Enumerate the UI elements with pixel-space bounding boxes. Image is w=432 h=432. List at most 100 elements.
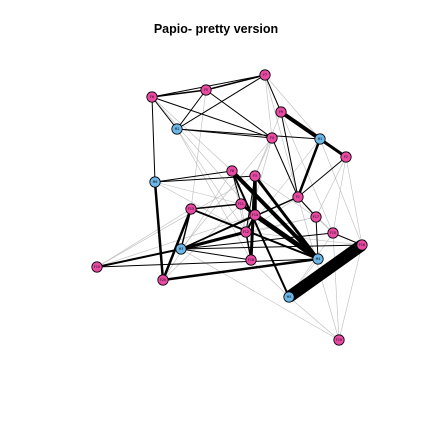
node-label: M6 — [153, 180, 158, 184]
node-M2: M2 — [171, 123, 183, 135]
edge-M1-F1 — [296, 138, 322, 198]
edge-F3-F17 — [254, 175, 317, 218]
node-F19: F19 — [333, 334, 345, 346]
node-label: F8 — [230, 169, 234, 173]
node-label: F4 — [270, 136, 274, 140]
node-F2: F2 — [340, 151, 352, 163]
node-circle — [200, 84, 212, 96]
node-label: F1 — [296, 195, 300, 199]
edge-F7-F4 — [264, 74, 273, 139]
edge-M6-F20 — [153, 181, 165, 281]
node-F7: F7 — [259, 69, 271, 81]
node-M6: M6 — [149, 176, 161, 188]
edge-F6-F4 — [151, 96, 273, 139]
edge-M5-F19 — [288, 296, 340, 341]
node-F12: F12 — [240, 226, 252, 238]
node-label: F20 — [160, 278, 166, 282]
edge-F8-M4 — [230, 169, 320, 261]
edge-F3-F10 — [96, 175, 256, 268]
edge-F2-F17 — [315, 156, 347, 218]
node-circle — [259, 69, 271, 81]
node-circle — [249, 209, 261, 221]
edge-F11-F13 — [190, 203, 242, 210]
node-F3: F3 — [249, 170, 261, 182]
node-M5: M5 — [283, 291, 295, 303]
node-F20: F20 — [157, 274, 169, 286]
node-label: F15 — [330, 231, 336, 235]
edge-F13-F10 — [96, 208, 192, 268]
node-label: F14 — [252, 213, 258, 217]
node-label: F11 — [238, 202, 244, 206]
edge-F10-M4 — [96, 258, 319, 268]
edge-F16-M3 — [180, 244, 363, 250]
node-label: F2 — [344, 155, 348, 159]
node-label: F7 — [263, 73, 267, 77]
edge-M3-F15 — [180, 232, 334, 250]
edge-M2-F18 — [176, 128, 252, 261]
edges-layer — [96, 74, 366, 341]
node-circle — [292, 191, 304, 203]
node-label: F12 — [243, 230, 249, 234]
edge-F9-M1 — [279, 110, 322, 141]
plot-title: Papio- pretty version — [153, 22, 279, 36]
edge-M6-F6 — [151, 96, 156, 183]
node-F6: F6 — [146, 91, 158, 103]
edge-F10-M3 — [96, 248, 182, 268]
edge-F18-M3 — [180, 248, 252, 261]
node-circle — [283, 291, 295, 303]
node-F4: F4 — [266, 132, 278, 144]
node-label: M2 — [175, 127, 180, 131]
node-label: F13 — [188, 207, 194, 211]
edge-F9-F1 — [280, 111, 299, 198]
edge-F2-F1 — [297, 156, 347, 198]
edge-F2-F15 — [332, 156, 347, 234]
edge-F16-M5 — [285, 240, 366, 302]
node-F15: F15 — [327, 227, 339, 239]
node-label: F5 — [204, 88, 208, 92]
node-circle — [266, 132, 278, 144]
node-label: F18 — [248, 258, 254, 262]
node-F14: F14 — [249, 209, 261, 221]
node-M1: M1 — [314, 133, 326, 145]
node-M3: M3 — [175, 243, 187, 255]
edge-F8-M5 — [231, 170, 290, 298]
node-circle — [314, 133, 326, 145]
node-label: M4 — [316, 257, 321, 261]
node-circle — [310, 211, 322, 223]
node-label: F16 — [359, 243, 365, 247]
edge-F20-F8 — [162, 170, 233, 281]
edge-M2-F12 — [176, 128, 247, 233]
edge-M2-M1 — [176, 128, 321, 140]
edge-F5-F4 — [205, 89, 273, 139]
node-circle — [245, 254, 257, 266]
edge-F5-F13 — [190, 89, 207, 210]
node-F1: F1 — [292, 191, 304, 203]
node-F10: F10 — [91, 261, 103, 273]
edge-F4-M3 — [180, 137, 273, 250]
node-circle — [175, 243, 187, 255]
edge-M3-F19 — [180, 248, 340, 341]
edge-F7-F9 — [264, 74, 282, 113]
node-circle — [171, 123, 183, 135]
node-circle — [333, 334, 345, 346]
node-label: F17 — [313, 215, 319, 219]
edge-M4-F17 — [315, 216, 319, 260]
edge-F13-M4 — [190, 208, 319, 260]
node-F11: F11 — [235, 198, 247, 210]
node-label: F6 — [150, 95, 154, 99]
node-circle — [235, 198, 247, 210]
node-F13: F13 — [185, 203, 197, 215]
node-circle — [312, 253, 324, 265]
edge-F2-F16 — [345, 156, 363, 246]
edge-F5-F6 — [151, 89, 207, 98]
node-F17: F17 — [310, 211, 322, 223]
node-label: F3 — [253, 174, 257, 178]
edge-F15-F19 — [332, 232, 340, 341]
node-label: F10 — [94, 265, 100, 269]
node-circle — [356, 239, 368, 251]
node-F16: F16 — [356, 239, 368, 251]
node-circle — [275, 106, 287, 118]
node-circle — [157, 274, 169, 286]
node-M4: M4 — [312, 253, 324, 265]
